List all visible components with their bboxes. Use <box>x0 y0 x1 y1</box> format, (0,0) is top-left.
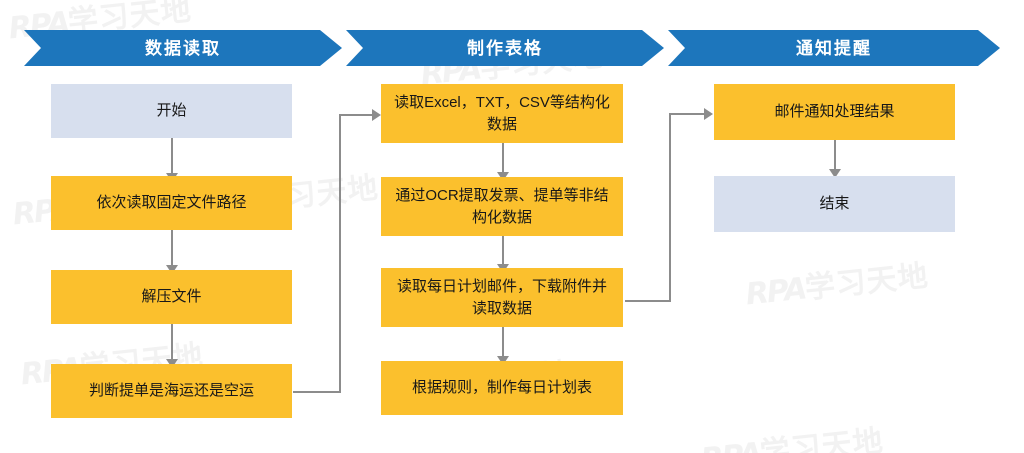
stage-banner-data-read[interactable]: 数据读取 <box>24 30 342 66</box>
connector-judge-to-structured-v <box>339 115 341 393</box>
node-label: 读取Excel，TXT，CSV等结构化数据 <box>394 93 610 133</box>
connector-ocr-to-daily-mail <box>502 236 504 268</box>
node-read-structured-data[interactable]: 读取Excel，TXT，CSV等结构化数据 <box>381 84 623 143</box>
arrowhead-down-icon <box>166 265 178 274</box>
node-label: 判断提单是海运还是空运 <box>88 382 254 400</box>
node-label: 读取每日计划邮件，下载附件并读取数据 <box>396 277 607 317</box>
connector-read-paths-to-unzip <box>171 230 173 270</box>
arrowhead-right-icon <box>372 109 381 121</box>
stage-banner-label: 数据读取 <box>145 38 221 58</box>
node-read-paths[interactable]: 依次读取固定文件路径 <box>51 176 292 230</box>
arrowhead-right-icon <box>704 108 713 120</box>
stage-banner-label: 制作表格 <box>467 38 543 58</box>
arrowhead-down-icon <box>166 359 178 368</box>
stage-banner-make-table[interactable]: 制作表格 <box>346 30 664 66</box>
connector-notify-to-end <box>834 140 836 174</box>
watermark: RPA学习天地 <box>699 424 886 453</box>
arrowhead-down-icon <box>497 172 509 181</box>
node-label: 解压文件 <box>141 288 202 306</box>
node-label: 根据规则，制作每日计划表 <box>411 379 592 397</box>
node-read-daily-plan-mail[interactable]: 读取每日计划邮件，下载附件并读取数据 <box>381 268 623 327</box>
node-label: 依次读取固定文件路径 <box>96 194 247 212</box>
stage-banner-label: 通知提醒 <box>796 38 872 58</box>
node-end[interactable]: 结束 <box>714 176 955 232</box>
connector-daily-mail-to-notify-v <box>669 114 671 302</box>
connector-daily-mail-to-plan <box>502 327 504 361</box>
node-label: 开始 <box>156 102 187 120</box>
node-ocr-unstructured-data[interactable]: 通过OCR提取发票、提单等非结构化数据 <box>381 177 623 236</box>
node-start[interactable]: 开始 <box>51 84 292 138</box>
connector-judge-to-structured-h1 <box>293 391 341 393</box>
connector-daily-mail-to-notify-h1 <box>625 300 671 302</box>
node-mail-notify-result[interactable]: 邮件通知处理结果 <box>714 84 955 140</box>
node-unzip[interactable]: 解压文件 <box>51 270 292 324</box>
watermark: RPA学习天地 <box>744 259 931 313</box>
connector-daily-mail-to-notify-h2 <box>669 113 707 115</box>
connector-unzip-to-judge <box>171 324 173 364</box>
stage-banner-notify[interactable]: 通知提醒 <box>668 30 1000 66</box>
arrowhead-down-icon <box>829 169 841 178</box>
node-judge-bill-of-lading[interactable]: 判断提单是海运还是空运 <box>51 364 292 418</box>
connector-structured-to-ocr <box>502 143 504 177</box>
stage-banner-ribbon: 数据读取 制作表格 通知提醒 <box>24 30 1000 66</box>
node-label: 邮件通知处理结果 <box>774 103 895 121</box>
node-label: 通过OCR提取发票、提单等非结构化数据 <box>395 186 609 226</box>
connector-start-to-read-paths <box>171 138 173 176</box>
arrowhead-down-icon <box>497 356 509 365</box>
node-make-daily-plan-table[interactable]: 根据规则，制作每日计划表 <box>381 361 623 415</box>
connector-judge-to-structured-h2 <box>339 114 375 116</box>
node-label: 结束 <box>819 195 850 213</box>
